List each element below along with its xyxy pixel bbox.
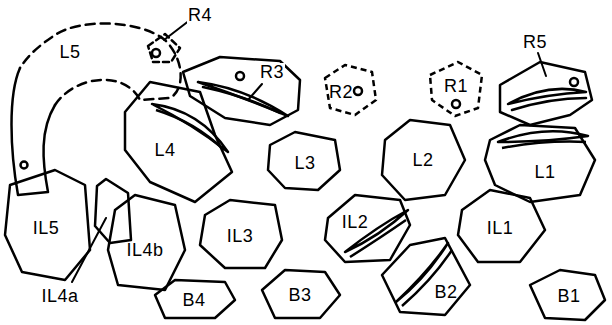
slit [498,131,588,142]
slit [152,104,228,152]
fragment-shape [430,62,482,116]
callout-label: R4 [187,6,213,24]
fragment-label: IL1 [487,219,514,237]
bone-fragment: IL3 [197,197,285,271]
slit [502,142,586,148]
pin-hole [236,72,244,80]
outline-group [430,62,482,116]
outline-group [485,125,595,202]
slit [396,243,448,302]
outline-group [262,270,340,318]
bone-fragment: B2 [379,235,473,318]
callout-label: R3 [259,63,285,81]
pin-hole [354,87,362,95]
fragment-outline [500,62,592,125]
fragment-shape [200,200,282,268]
pin-hole [21,162,28,169]
pin-hole [152,49,160,57]
leader-line [248,84,262,100]
slit [512,98,586,110]
fragment-label: L4 [154,141,175,159]
bone-fragment: L2 [379,117,468,203]
outline-group [125,82,232,202]
bone-fragment: B3 [259,267,343,321]
fragment-shape [530,270,605,320]
fragment-outline [379,235,473,318]
outline-group [382,238,470,315]
outline-group [382,120,465,200]
outline-group [5,170,90,280]
callout-label: IL4a [40,287,79,305]
fragment-shape [485,125,595,202]
bone-fragment: IL4b [105,192,188,293]
fragment-shape [108,195,185,290]
pin-hole [452,100,460,108]
outline-group [325,195,410,262]
fragment-shape [125,82,232,202]
fragment-outline [95,179,131,243]
fragment-label: B1 [557,287,580,305]
slit [156,110,224,150]
bone-fragment: B4 [152,277,238,321]
bone-fragment: IL5 [2,167,93,283]
fragment-label: L3 [294,154,315,172]
bone-fragment: R1 [427,59,485,119]
fragment-shape [382,120,465,200]
slit [345,210,408,252]
outline-group [108,195,185,290]
fragment-shape [155,280,235,318]
bone-fragment: L4 [122,79,235,205]
fragment-label: IL4b [126,241,163,259]
fragment-shape [325,195,410,262]
arch-dashed-outline [20,24,181,105]
fragment-outline [122,79,235,205]
leader-line [538,53,546,76]
fragment-label: B3 [288,286,311,304]
fragment-label: L2 [412,151,433,169]
outline-group [155,280,235,318]
slit [402,250,452,306]
bone-fragment: B1 [527,267,608,323]
fragment-label: R2 [329,83,353,101]
fragment-label: IL2 [342,213,369,231]
callout-label: R5 [522,33,548,51]
fragment-shape [268,132,340,190]
outline-group [530,270,605,320]
callout-label: L5 [58,43,81,61]
bone-fragment: IL2 [322,192,413,265]
slit [198,82,288,116]
bone-fragment: R2 [322,62,379,118]
fragment-label: B4 [182,291,205,309]
slit [203,87,280,113]
fragment-shape [325,65,376,115]
fragment-label: R1 [444,77,468,95]
fragment-shape [382,238,470,315]
bone-fragment: L3 [265,129,343,193]
fragment-shape [458,190,545,262]
fragment-shape [262,270,340,318]
fragment-shape [5,170,90,280]
slit [350,220,406,257]
outline-group [325,65,376,115]
fragment-dashed-outline [148,34,180,62]
bone-fragment: IL1 [455,187,548,265]
fragment-label: IL3 [227,227,254,245]
fragment-label: L1 [534,163,555,181]
fragment-label: B2 [434,283,457,301]
outline-group [458,190,545,262]
fragment-label: IL5 [33,219,60,237]
outline-group [200,200,282,268]
outline-group [268,132,340,190]
pin-hole [570,78,578,86]
